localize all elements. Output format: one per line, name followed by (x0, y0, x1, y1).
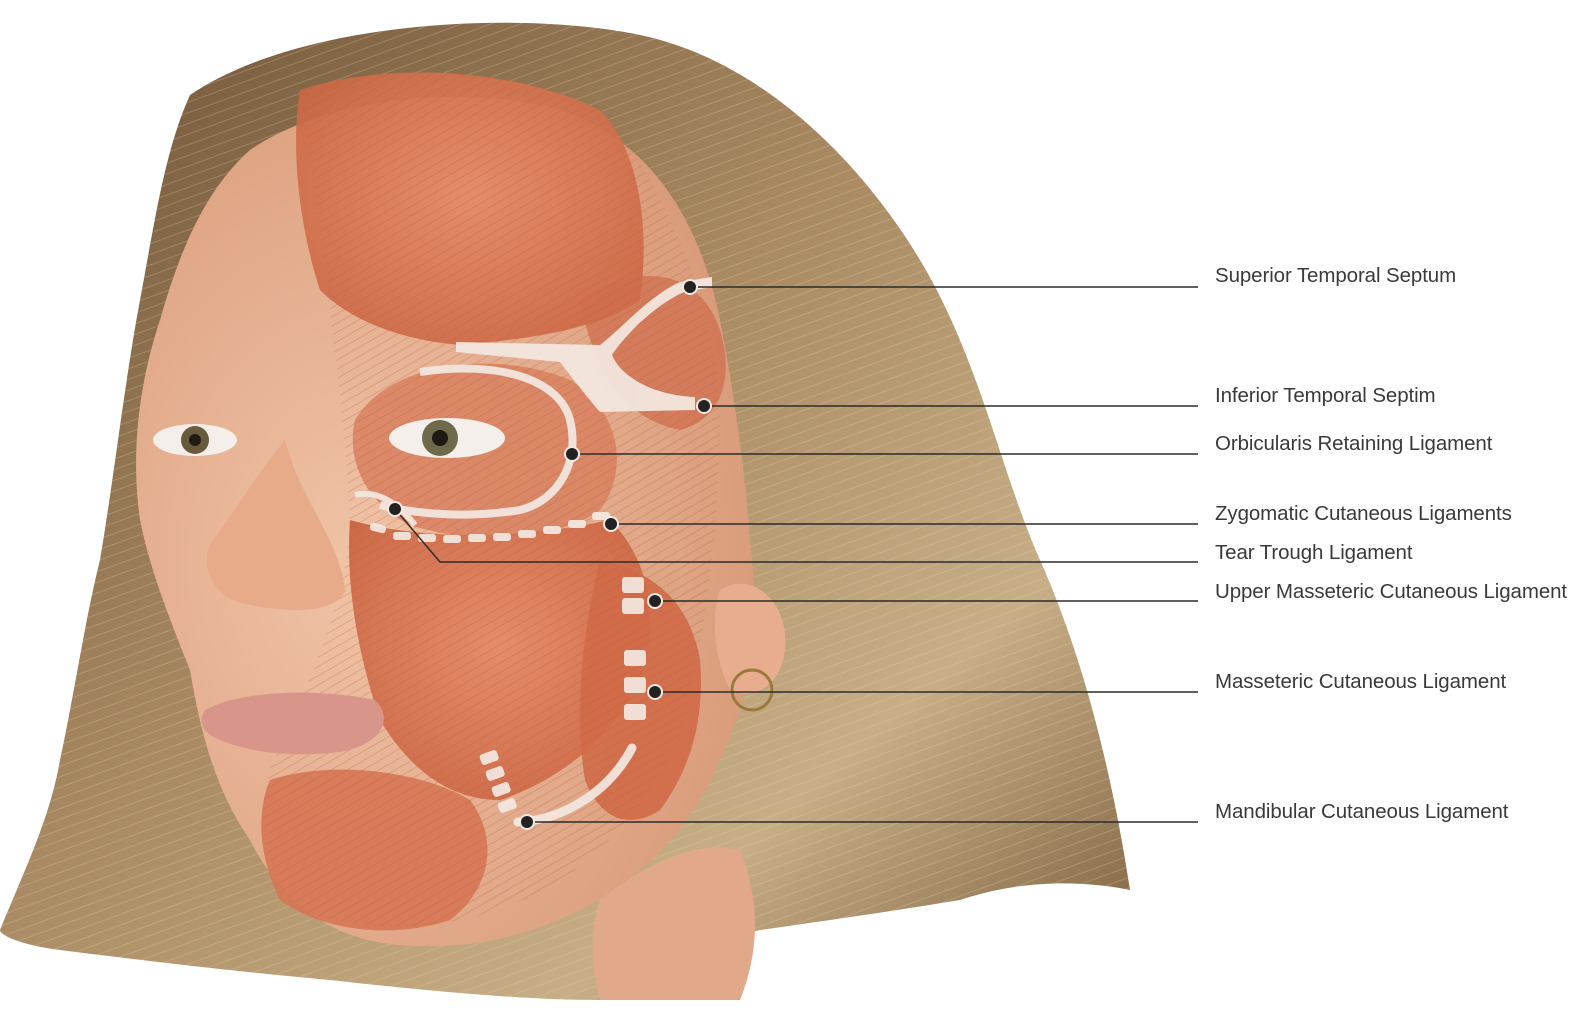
right-pupil (189, 434, 201, 446)
marker-superior-temporal-septum (683, 280, 697, 294)
marker-mandibular-cutaneous-ligament (520, 815, 534, 829)
marker-masseteric-cutaneous-ligament (648, 685, 662, 699)
marker-upper-masseteric-cutaneous-ligament (648, 594, 662, 608)
label-tear-trough-ligament: Tear Trough Ligament (1215, 541, 1412, 565)
left-pupil (432, 430, 448, 446)
label-superior-temporal-septum: Superior Temporal Septum (1215, 264, 1456, 288)
label-mandibular-cutaneous-ligament: Mandibular Cutaneous Ligament (1215, 800, 1508, 824)
marker-zygomatic-cutaneous-ligaments (604, 517, 618, 531)
marker-tear-trough-ligament (388, 502, 402, 516)
label-orbicularis-retaining-ligament: Orbicularis Retaining Ligament (1215, 432, 1492, 456)
marker-inferior-temporal-septim (697, 399, 711, 413)
label-zygomatic-cutaneous-ligaments: Zygomatic Cutaneous Ligaments (1215, 502, 1512, 526)
marker-orbicularis-retaining-ligament (565, 447, 579, 461)
label-upper-masseteric-cutaneous-ligament: Upper Masseteric Cutaneous Ligament (1215, 580, 1567, 604)
label-masseteric-cutaneous-ligament: Masseteric Cutaneous Ligament (1215, 670, 1506, 694)
label-inferior-temporal-septim: Inferior Temporal Septim (1215, 384, 1436, 408)
